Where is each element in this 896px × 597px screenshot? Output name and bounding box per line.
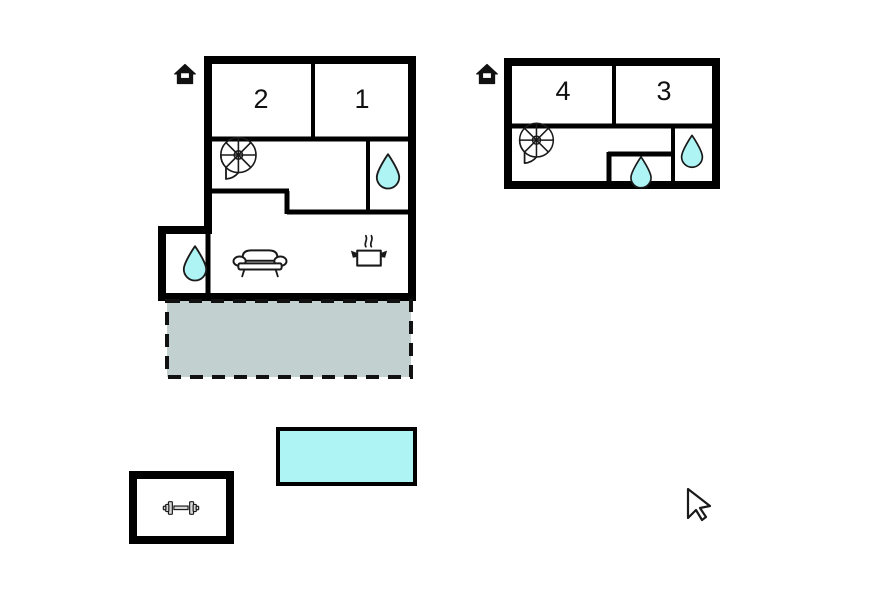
house-entrance-icon xyxy=(174,63,196,85)
room-label-1: 1 xyxy=(354,84,369,114)
cursor-arrow xyxy=(686,487,712,522)
fitness-room-wall xyxy=(129,471,234,544)
annex-building-interior-walls xyxy=(510,64,714,183)
room-label-3: 3 xyxy=(656,76,671,106)
main-building-floor xyxy=(162,60,412,297)
house-entrance-icon xyxy=(476,63,498,85)
room-label-2: 2 xyxy=(253,84,268,114)
fitness-room xyxy=(129,471,234,544)
terrace xyxy=(165,299,413,379)
annex-building: 4 3 xyxy=(476,58,720,189)
swimming-pool xyxy=(276,427,417,486)
terrace-area xyxy=(165,299,413,379)
main-building: 2 1 xyxy=(158,56,416,301)
main-building-outer-wall xyxy=(158,56,416,301)
room-label-4: 4 xyxy=(555,76,570,106)
annex-building-outer-wall xyxy=(504,58,720,189)
swimming-pool-area xyxy=(276,427,417,486)
mouse-cursor xyxy=(686,487,712,522)
main-building-interior-walls xyxy=(205,62,412,295)
